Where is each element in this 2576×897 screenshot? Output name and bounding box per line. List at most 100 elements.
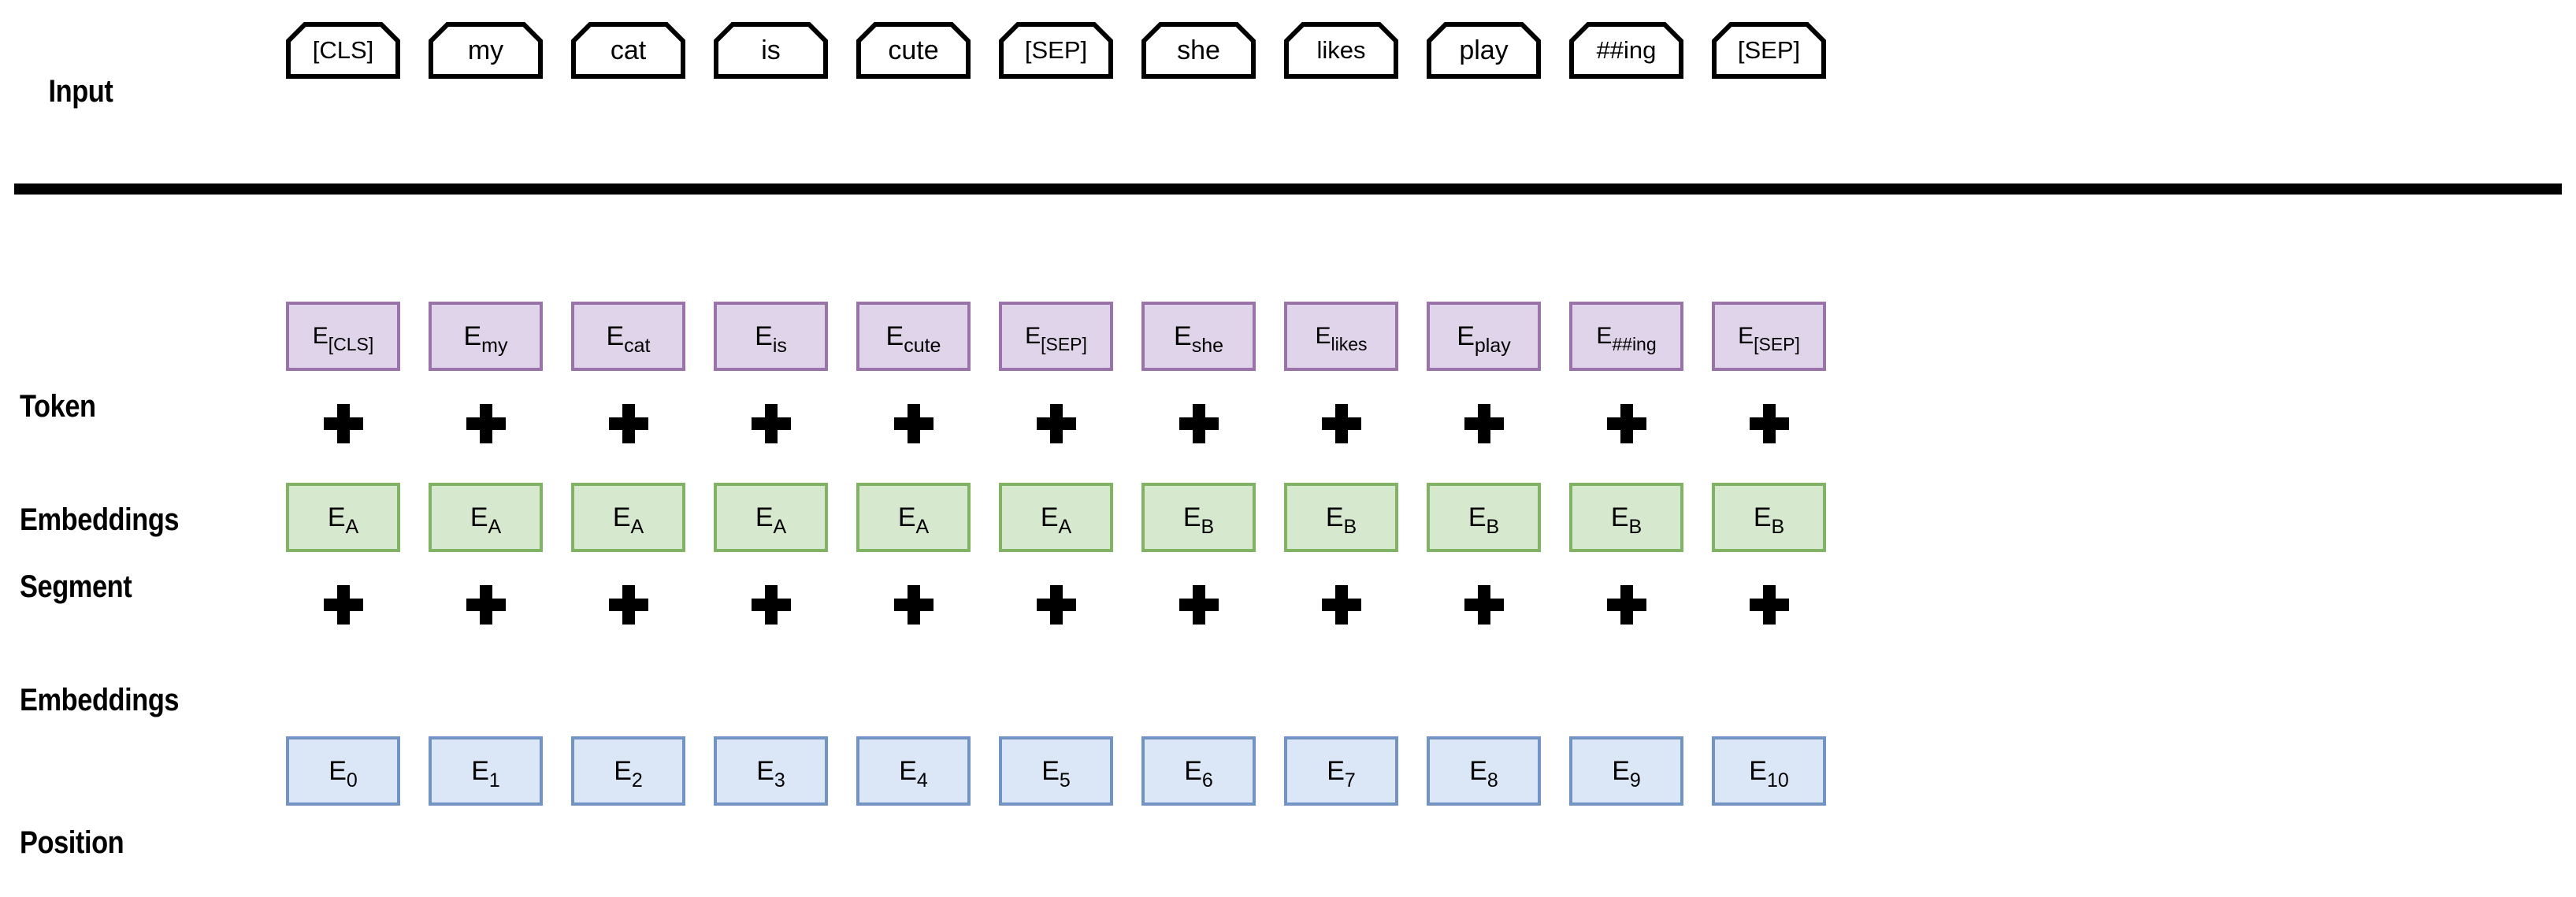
token-embedding-box[interactable]: E[SEP]	[1712, 302, 1826, 371]
token-embedding-cell-0[interactable]: E[CLS]	[286, 302, 400, 371]
token-embedding-cell-2[interactable]: Ecat	[571, 302, 685, 371]
token-embedding-cell-5[interactable]: E[SEP]	[999, 302, 1113, 371]
segment-embedding-5-base: E	[1040, 502, 1059, 532]
segment-embedding-cell-1[interactable]: EA	[429, 483, 543, 552]
input-token-3[interactable]: is	[714, 22, 828, 79]
input-token-5[interactable]: [SEP]	[999, 22, 1113, 79]
input-token-outline	[999, 22, 1113, 79]
input-token-text: my	[467, 35, 504, 65]
token-embedding-box[interactable]: E##ing	[1569, 302, 1683, 371]
position-embedding-cell-9[interactable]: E9	[1569, 736, 1683, 806]
input-token-2[interactable]: cat	[571, 22, 685, 79]
token-embedding-0-label: E[CLS]	[313, 324, 374, 354]
segment-embedding-cell-9[interactable]: EB	[1569, 483, 1683, 552]
input-token-7[interactable]: likes	[1284, 22, 1398, 79]
position-embedding-cell-5[interactable]: E5	[999, 736, 1113, 806]
position-embedding-0-base: E	[328, 756, 347, 786]
segment-embedding-box[interactable]: EA	[714, 483, 828, 552]
token-embedding-cell-3[interactable]: Eis	[714, 302, 828, 371]
position-embedding-9-label: E9	[1612, 758, 1641, 791]
segment-embedding-box[interactable]: EA	[856, 483, 971, 552]
segment-embedding-box[interactable]: EA	[429, 483, 543, 552]
input-token-1[interactable]: my	[429, 22, 543, 79]
position-embedding-cell-8[interactable]: E8	[1427, 736, 1541, 806]
input-token-10[interactable]: [SEP]	[1712, 22, 1826, 79]
token-embedding-4-base: E	[885, 321, 904, 351]
input-token-4[interactable]: cute	[856, 22, 971, 79]
token-embedding-10-label: E[SEP]	[1738, 324, 1800, 354]
position-embedding-box[interactable]: E4	[856, 736, 971, 806]
segment-embedding-1-subscript: A	[488, 516, 502, 538]
segment-embedding-cell-8[interactable]: EB	[1427, 483, 1541, 552]
row-label-input-line1: Input	[48, 74, 113, 109]
position-embedding-cell-2[interactable]: E2	[571, 736, 685, 806]
segment-embedding-4-label: EA	[898, 504, 929, 537]
segment-embedding-cell-0[interactable]: EA	[286, 483, 400, 552]
input-token-0[interactable]: [CLS]	[286, 22, 400, 79]
segment-embedding-box[interactable]: EB	[1712, 483, 1826, 552]
position-embedding-box[interactable]: E1	[429, 736, 543, 806]
position-embedding-10-subscript: 10	[1766, 769, 1789, 791]
position-embedding-box[interactable]: E9	[1569, 736, 1683, 806]
token-embedding-cell-7[interactable]: Elikes	[1284, 302, 1398, 371]
position-embedding-cell-3[interactable]: E3	[714, 736, 828, 806]
position-embedding-box[interactable]: E3	[714, 736, 828, 806]
input-token-outline	[1569, 22, 1683, 79]
token-embedding-cell-1[interactable]: Emy	[429, 302, 543, 371]
position-embedding-cell-1[interactable]: E1	[429, 736, 543, 806]
segment-embedding-box[interactable]: EB	[1141, 483, 1256, 552]
segment-embedding-cell-5[interactable]: EA	[999, 483, 1113, 552]
segment-embedding-box[interactable]: EA	[571, 483, 685, 552]
token-embedding-box[interactable]: E[SEP]	[999, 302, 1113, 371]
position-embedding-box[interactable]: E0	[286, 736, 400, 806]
position-embedding-box[interactable]: E6	[1141, 736, 1256, 806]
token-embedding-cell-4[interactable]: Ecute	[856, 302, 971, 371]
position-embedding-cell-6[interactable]: E6	[1141, 736, 1256, 806]
token-embedding-cell-9[interactable]: E##ing	[1569, 302, 1683, 371]
position-embedding-cell-7[interactable]: E7	[1284, 736, 1398, 806]
input-token-outline	[1427, 22, 1541, 79]
position-embedding-box[interactable]: E10	[1712, 736, 1826, 806]
row-label-token-line2: Embeddings	[20, 502, 180, 537]
position-embedding-2-label: E2	[614, 758, 643, 791]
position-embedding-cell-4[interactable]: E4	[856, 736, 971, 806]
segment-embedding-box[interactable]: EB	[1284, 483, 1398, 552]
segment-embedding-cell-10[interactable]: EB	[1712, 483, 1826, 552]
token-embedding-cell-6[interactable]: Eshe	[1141, 302, 1256, 371]
token-embedding-box[interactable]: Elikes	[1284, 302, 1398, 371]
token-embedding-box[interactable]: Eshe	[1141, 302, 1256, 371]
position-embedding-box[interactable]: E7	[1284, 736, 1398, 806]
input-token-text: [CLS]	[312, 36, 374, 64]
position-embedding-cell-0[interactable]: E0	[286, 736, 400, 806]
input-token-9[interactable]: ##ing	[1569, 22, 1683, 79]
token-segment-plus-icon-4	[893, 404, 934, 443]
token-embedding-cell-10[interactable]: E[SEP]	[1712, 302, 1826, 371]
segment-embedding-cell-3[interactable]: EA	[714, 483, 828, 552]
input-token-8[interactable]: play	[1427, 22, 1541, 79]
position-embedding-box[interactable]: E8	[1427, 736, 1541, 806]
segment-embedding-cell-6[interactable]: EB	[1141, 483, 1256, 552]
input-token-6[interactable]: she	[1141, 22, 1256, 79]
token-embedding-box[interactable]: Eis	[714, 302, 828, 371]
segment-embedding-box[interactable]: EB	[1427, 483, 1541, 552]
segment-embedding-cell-7[interactable]: EB	[1284, 483, 1398, 552]
position-embedding-cell-10[interactable]: E10	[1712, 736, 1826, 806]
token-embedding-cell-8[interactable]: Eplay	[1427, 302, 1541, 371]
position-embedding-2-subscript: 2	[631, 769, 643, 791]
input-token-outline	[571, 22, 685, 79]
position-embedding-box[interactable]: E5	[999, 736, 1113, 806]
segment-embedding-cell-4[interactable]: EA	[856, 483, 971, 552]
token-embedding-box[interactable]: Emy	[429, 302, 543, 371]
segment-embedding-box[interactable]: EB	[1569, 483, 1683, 552]
segment-embedding-cell-2[interactable]: EA	[571, 483, 685, 552]
token-embedding-box[interactable]: E[CLS]	[286, 302, 400, 371]
input-token-outline	[1284, 22, 1398, 79]
segment-embedding-box[interactable]: EA	[999, 483, 1113, 552]
token-embedding-5-base: E	[1025, 323, 1041, 349]
token-embedding-box[interactable]: Ecat	[571, 302, 685, 371]
token-embedding-box[interactable]: Ecute	[856, 302, 971, 371]
position-embedding-box[interactable]: E2	[571, 736, 685, 806]
segment-embedding-7-base: E	[1325, 502, 1344, 532]
segment-embedding-box[interactable]: EA	[286, 483, 400, 552]
token-embedding-box[interactable]: Eplay	[1427, 302, 1541, 371]
